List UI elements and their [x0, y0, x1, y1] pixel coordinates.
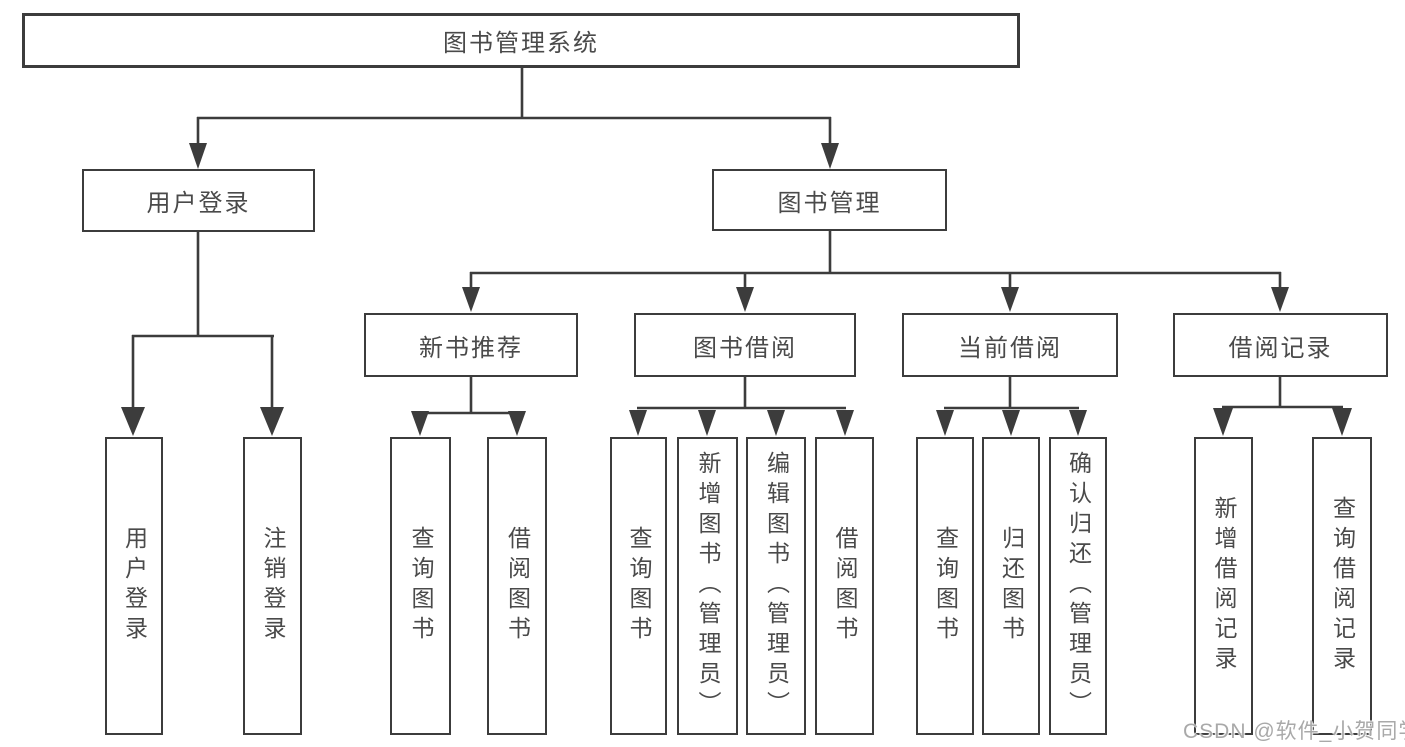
- leaf-add-books-admin: 新增图书（管理员）: [677, 437, 738, 735]
- connector-book-borrow-children: [629, 377, 854, 436]
- node-book-borrowing: 图书借阅: [634, 313, 856, 377]
- leaf-search-books-recommend: 查询图书: [390, 437, 451, 735]
- leaf-search-books-current: 查询图书: [916, 437, 974, 735]
- node-label: 图书管理: [777, 189, 882, 217]
- node-borrowing-records: 借阅记录: [1173, 313, 1388, 377]
- leaf-return-books: 归还图书: [982, 437, 1040, 735]
- node-label: 用户登录: [146, 190, 251, 217]
- leaf-edit-books-admin: 编辑图书（管理员）: [746, 437, 806, 735]
- csdn-watermark: CSDN @软件_小贺同学: [1183, 720, 1405, 743]
- connector-new-book-children: [411, 377, 526, 436]
- node-label: 图书管理系统: [443, 30, 599, 57]
- leaf-add-borrow-record: 新增借阅记录: [1194, 437, 1253, 735]
- node-label: 新增图书（管理员）: [695, 451, 721, 721]
- node-current-borrowing: 当前借阅: [902, 313, 1118, 377]
- node-label: 确认归还（管理员）: [1065, 451, 1092, 721]
- leaf-confirm-return-admin: 确认归还（管理员）: [1049, 437, 1107, 735]
- node-label: 编辑图书（管理员）: [763, 451, 790, 721]
- node-label: 查询图书: [932, 526, 959, 646]
- leaf-search-books-borrow: 查询图书: [610, 437, 667, 735]
- connector-user-login-children: [121, 232, 284, 436]
- connector-current-borrow-children: [936, 377, 1087, 436]
- connector-root-to-level1: [189, 68, 839, 169]
- node-label: 新增借阅记录: [1211, 496, 1237, 676]
- node-label: 当前借阅: [958, 334, 1062, 362]
- node-book-management: 图书管理: [712, 169, 947, 231]
- leaf-user-login: 用户登录: [105, 437, 163, 735]
- node-label: 用户登录: [121, 526, 148, 646]
- connector-book-management-children: [462, 231, 1289, 312]
- node-label: 注销登录: [260, 526, 286, 646]
- leaf-borrow-books: 借阅图书: [815, 437, 874, 735]
- node-label: 借阅图书: [832, 526, 858, 646]
- leaf-search-borrow-record: 查询借阅记录: [1312, 437, 1372, 735]
- node-label: 借阅记录: [1228, 334, 1333, 362]
- node-label: 借阅图书: [504, 526, 531, 646]
- node-user-login: 用户登录: [82, 169, 315, 232]
- node-label: 归还图书: [998, 526, 1025, 646]
- node-label: 新书推荐: [419, 334, 523, 362]
- connector-borrow-records-children: [1213, 377, 1352, 436]
- node-new-book-recommendation: 新书推荐: [364, 313, 578, 377]
- leaf-borrow-books-recommend: 借阅图书: [487, 437, 547, 735]
- node-label: 查询图书: [626, 526, 652, 646]
- node-label: 查询图书: [408, 526, 434, 646]
- node-label: 查询借阅记录: [1329, 496, 1356, 676]
- node-label: 图书借阅: [693, 334, 797, 362]
- node-library-management-system: 图书管理系统: [22, 13, 1020, 68]
- leaf-logout: 注销登录: [243, 437, 302, 735]
